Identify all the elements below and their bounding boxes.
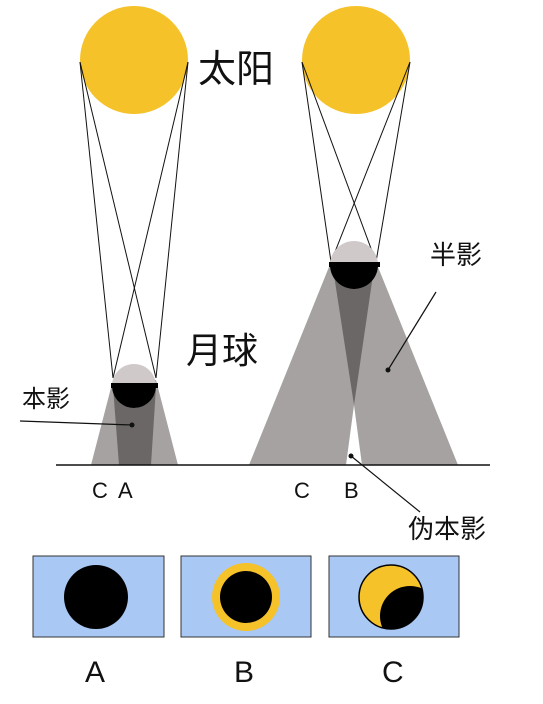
umbra-pointer-dot — [129, 422, 135, 428]
moon-left — [111, 364, 158, 408]
moon-right — [329, 241, 380, 289]
panel-partial — [328, 555, 460, 638]
sun-left — [80, 6, 188, 114]
left-point-c: C — [92, 478, 108, 503]
panel-label-b: B — [234, 656, 254, 689]
umbra-label: 本影 — [22, 385, 70, 413]
pseudo-umbra-label: 伪本影 — [408, 515, 486, 545]
leader-lines — [19, 291, 437, 513]
panel-annular — [180, 555, 312, 638]
sun-label: 太阳 — [198, 47, 274, 91]
moon-label: 月球 — [186, 331, 258, 372]
pseudo-umbra-right — [346, 405, 362, 465]
right-point-b: B — [344, 478, 359, 503]
rays-left — [79, 61, 189, 379]
sun-right — [302, 6, 410, 114]
penumbra-label: 半影 — [430, 241, 482, 271]
right-point-c: C — [294, 478, 310, 503]
left-point-a: A — [118, 478, 133, 503]
rays-right — [301, 61, 411, 263]
umbra-left — [113, 387, 156, 465]
pseudo-umbra-pointer-dot — [348, 453, 354, 459]
panel-label-a: A — [85, 656, 105, 689]
panel-total — [32, 555, 165, 638]
umbra-right — [334, 275, 373, 405]
panel-label-c: C — [382, 656, 404, 689]
penumbra-pointer-dot — [385, 367, 391, 373]
